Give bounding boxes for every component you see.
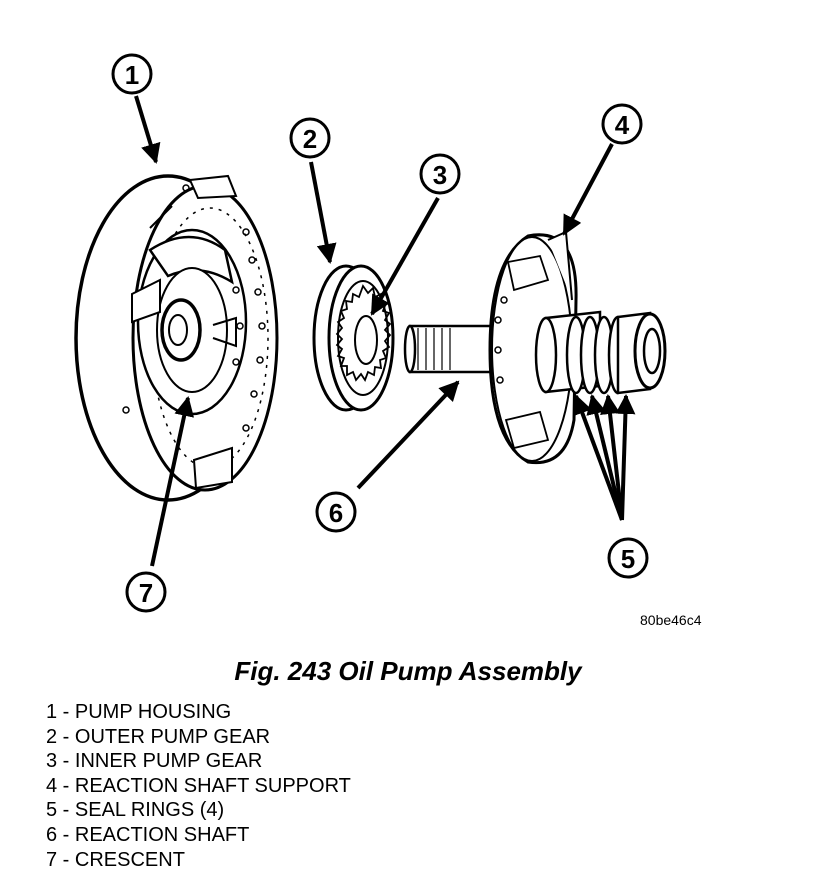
callout-2: 2 — [303, 124, 317, 154]
legend-item: 3 - INNER PUMP GEAR — [46, 750, 263, 773]
legend-item: 5 - SEAL RINGS (4) — [46, 799, 225, 822]
pump-gears — [312, 264, 395, 412]
callout-4: 4 — [615, 110, 630, 140]
reaction-shaft-support — [488, 230, 667, 465]
image-reference-code: 80be46c4 — [640, 612, 702, 628]
legend-item: 2 - OUTER PUMP GEAR — [46, 725, 271, 748]
parts-legend: 1 - PUMP HOUSING 2 - OUTER PUMP GEAR 3 -… — [46, 700, 351, 872]
legend-item: 4 - REACTION SHAFT SUPPORT — [46, 774, 351, 797]
callout-1: 1 — [125, 60, 139, 90]
legend-item: 1 - PUMP HOUSING — [46, 701, 232, 723]
callout-3: 3 — [433, 160, 447, 190]
figure-caption: Fig. 243 Oil Pump Assembly — [234, 656, 582, 686]
legend-item: 6 - REACTION SHAFT — [46, 823, 250, 846]
leader-lines — [134, 95, 636, 567]
oil-pump-exploded-diagram: 1 2 3 4 5 6 7 — [74, 53, 667, 613]
callout-5: 5 — [621, 544, 635, 574]
legend-item: 7 - CRESCENT — [46, 848, 185, 871]
pump-housing — [74, 174, 279, 502]
reaction-shaft — [403, 324, 502, 374]
callout-circles — [111, 53, 649, 613]
callout-6: 6 — [329, 498, 343, 528]
seal-rings — [565, 315, 629, 395]
callout-7: 7 — [139, 578, 153, 608]
